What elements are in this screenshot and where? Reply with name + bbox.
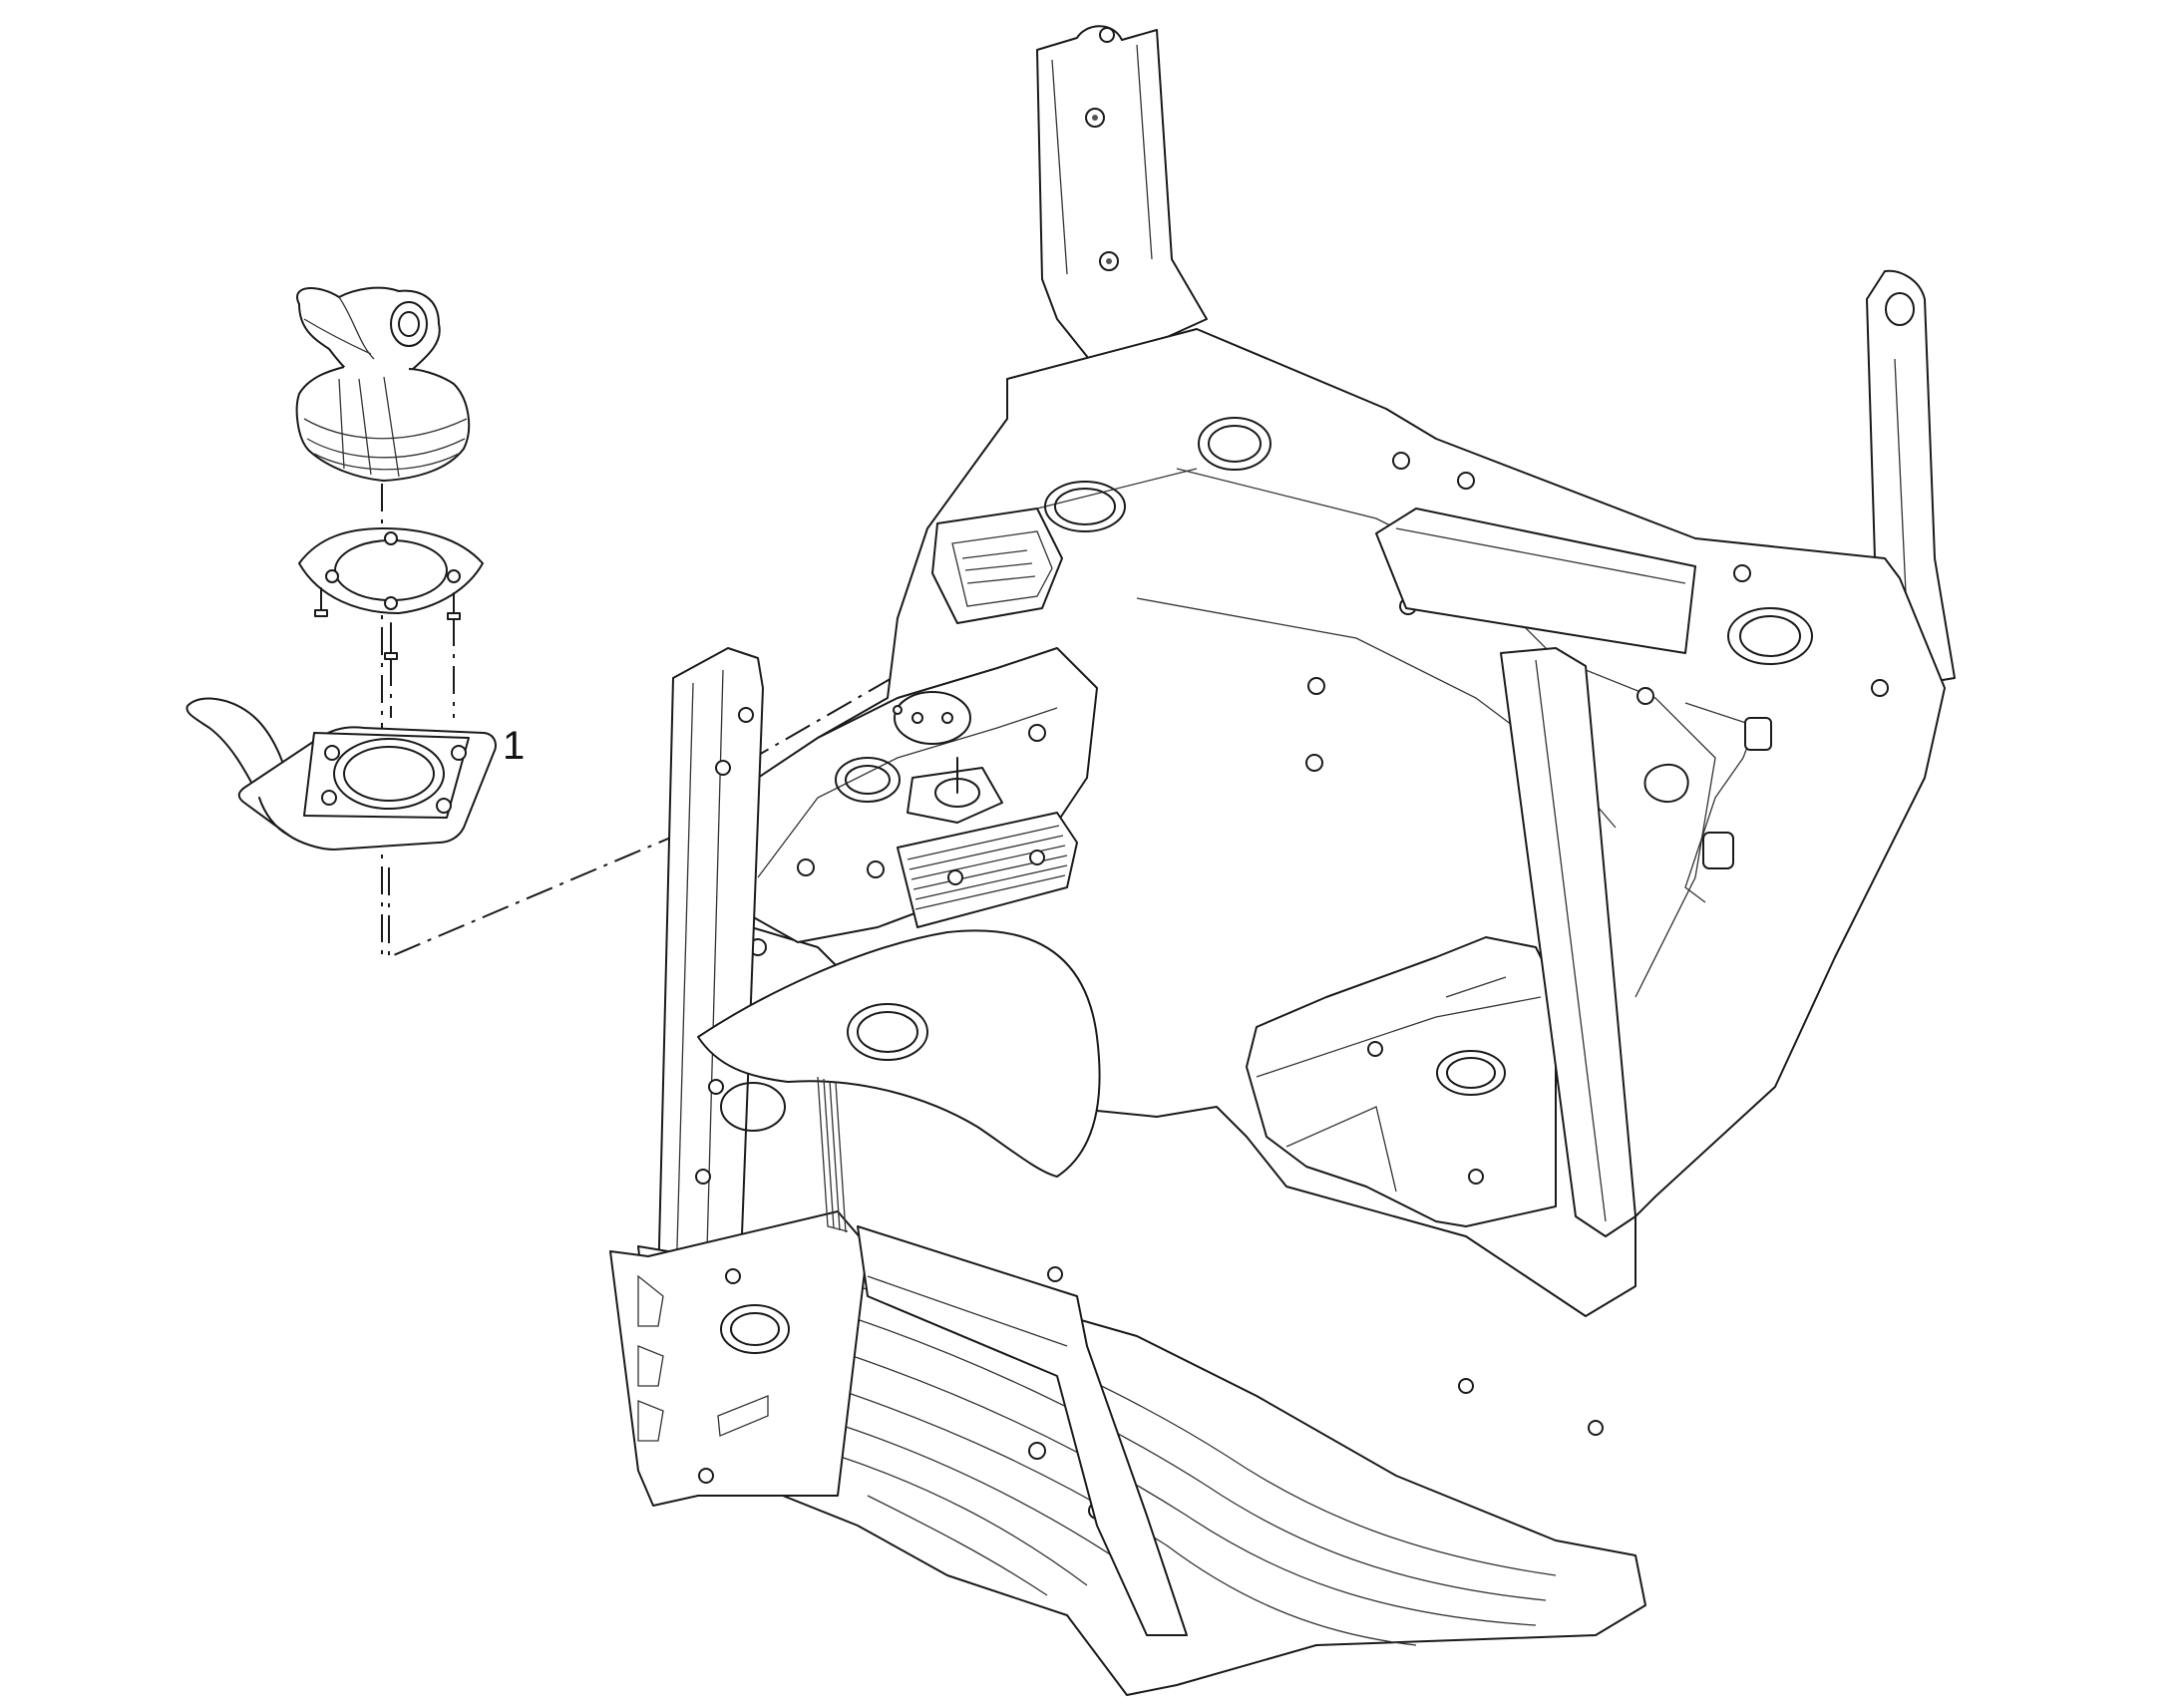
wiring-harness: [1643, 702, 1772, 903]
shift-knob: [296, 286, 441, 392]
shift-boot: [295, 366, 471, 482]
shift-base-plate: [185, 697, 497, 851]
rear-shelf: [1198, 417, 1889, 772]
front-fender: [697, 929, 1101, 1178]
door-sill: [817, 1076, 1188, 1636]
callout-label-1: 1: [503, 724, 526, 768]
cab-floor-frame: [609, 25, 1956, 1696]
rear-post: [1036, 25, 1208, 370]
mounting-screws: [314, 587, 461, 718]
left-pillar: [657, 647, 764, 1297]
left-console: [717, 481, 1126, 956]
right-front-pillar: [1500, 647, 1636, 1237]
left-step-panel: [609, 1210, 869, 1507]
gear-shift-assembly: [185, 286, 953, 959]
retainer-plate: [298, 527, 484, 614]
right-step: [1246, 936, 1557, 1227]
floor-pan: [637, 1235, 1646, 1696]
